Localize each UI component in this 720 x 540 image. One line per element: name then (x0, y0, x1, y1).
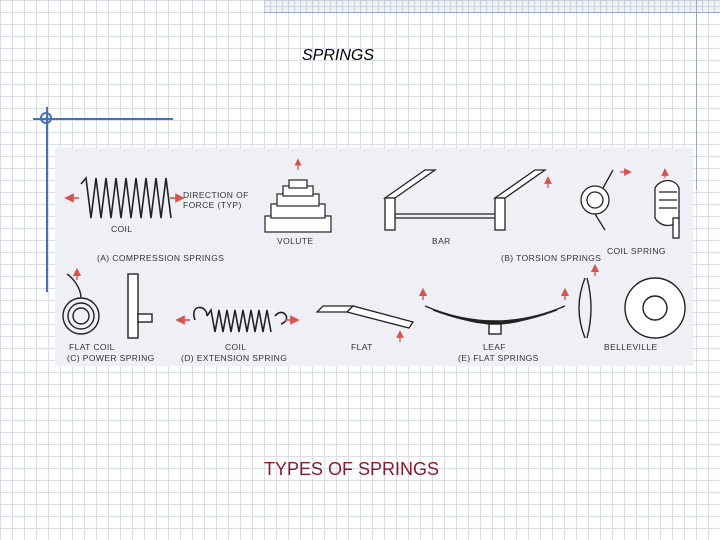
power-spring (62, 267, 153, 339)
label-e-flat: (E) FLAT SPRINGS (458, 353, 539, 363)
vertical-rule (46, 107, 48, 292)
right-vertical-rule (696, 0, 697, 190)
compression-coil-spring (64, 176, 185, 219)
belleville-spring (578, 263, 686, 339)
label-direction-of: DIRECTION OF (183, 190, 249, 200)
label-volute: VOLUTE (277, 236, 313, 246)
label-b-torsion: (B) TORSION SPRINGS (501, 253, 601, 263)
rule-corner-circle (40, 112, 52, 124)
label-bar: BAR (432, 236, 451, 246)
leaf-spring (418, 287, 570, 335)
top-decorative-band (264, 0, 720, 13)
label-a-compression: (A) COMPRESSION SPRINGS (97, 253, 224, 263)
label-flat: FLAT (351, 342, 373, 352)
flat-spring (315, 305, 415, 342)
springs-diagram: DIRECTION OF FORCE (TYP) COIL VOLUTE BAR… (55, 148, 693, 366)
label-coil-a: COIL (111, 224, 132, 234)
label-leaf: LEAF (483, 342, 506, 352)
label-flat-coil: FLAT COIL (69, 342, 115, 352)
volute-spring (264, 158, 332, 233)
label-force-typ: FORCE (TYP) (183, 200, 242, 210)
label-belleville: BELLEVILLE (604, 342, 658, 352)
extension-spring (175, 306, 300, 333)
label-c-power: (C) POWER SPRING (67, 353, 155, 363)
horizontal-rule (33, 118, 173, 120)
label-coil-spring: COIL SPRING (607, 246, 666, 256)
torsion-coil-spring (580, 168, 680, 239)
slide-caption: TYPES OF SPRINGS (264, 459, 440, 479)
slide-title: SPRINGS (302, 47, 375, 64)
label-coil-d: COIL (225, 342, 246, 352)
label-d-extension: (D) EXTENSION SPRING (181, 353, 287, 363)
torsion-bar (382, 169, 552, 231)
